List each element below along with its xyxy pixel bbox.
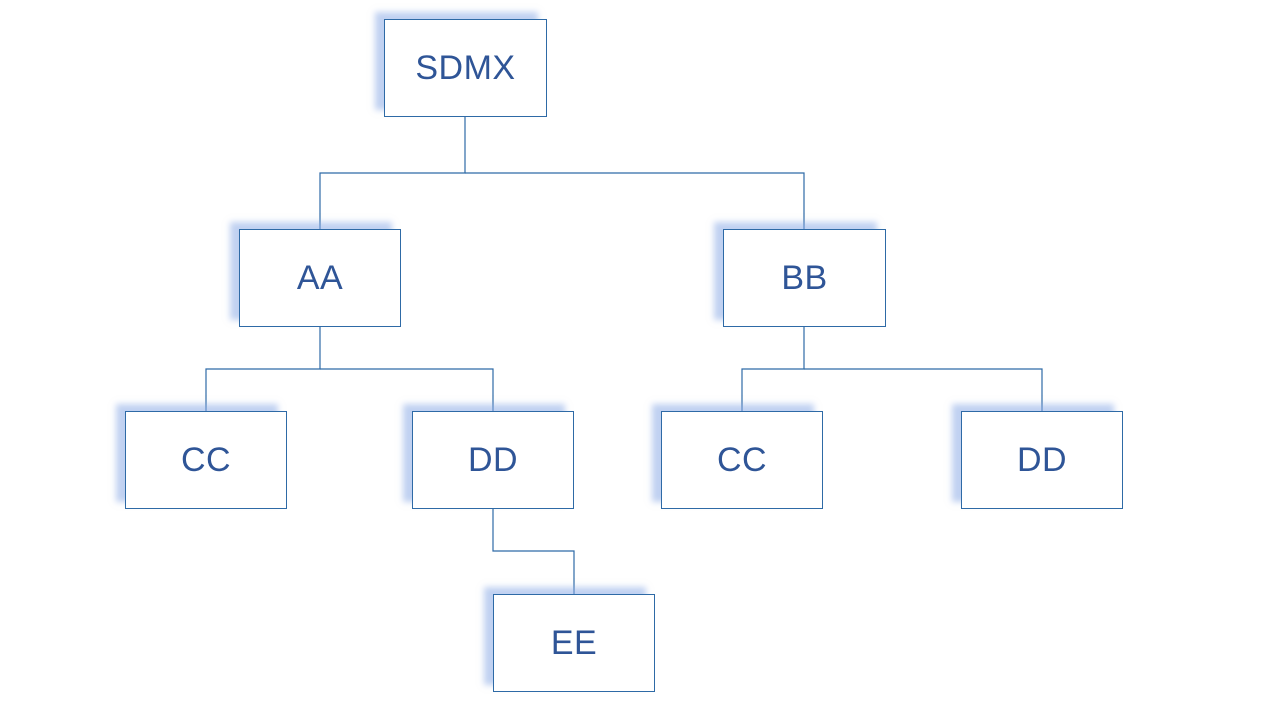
node-label: AA [296, 258, 344, 297]
node-label: CC [180, 440, 232, 479]
edge-root-aa [319, 117, 466, 229]
edge-bb-dd [804, 368, 1043, 411]
node-label: BB [781, 258, 828, 297]
node-bb[interactable]: BB [723, 229, 886, 327]
node-label: DD [1016, 440, 1068, 479]
edge-root-bb [465, 172, 805, 229]
node-label: CC [716, 440, 768, 479]
node-ee[interactable]: EE [493, 594, 655, 692]
node-aa-cc[interactable]: CC [125, 411, 287, 509]
node-label: EE [550, 623, 598, 662]
edge-aa-cc [205, 327, 321, 411]
node-sdmx[interactable]: SDMX [384, 19, 547, 117]
node-aa-dd[interactable]: DD [412, 411, 574, 509]
node-aa[interactable]: AA [239, 229, 401, 327]
edge-dd-ee [492, 509, 575, 594]
edge-aa-dd [320, 368, 494, 411]
node-bb-cc[interactable]: CC [661, 411, 823, 509]
node-bb-dd[interactable]: DD [961, 411, 1123, 509]
node-label: DD [467, 440, 519, 479]
edge-bb-cc [741, 327, 805, 411]
node-label: SDMX [415, 48, 516, 87]
